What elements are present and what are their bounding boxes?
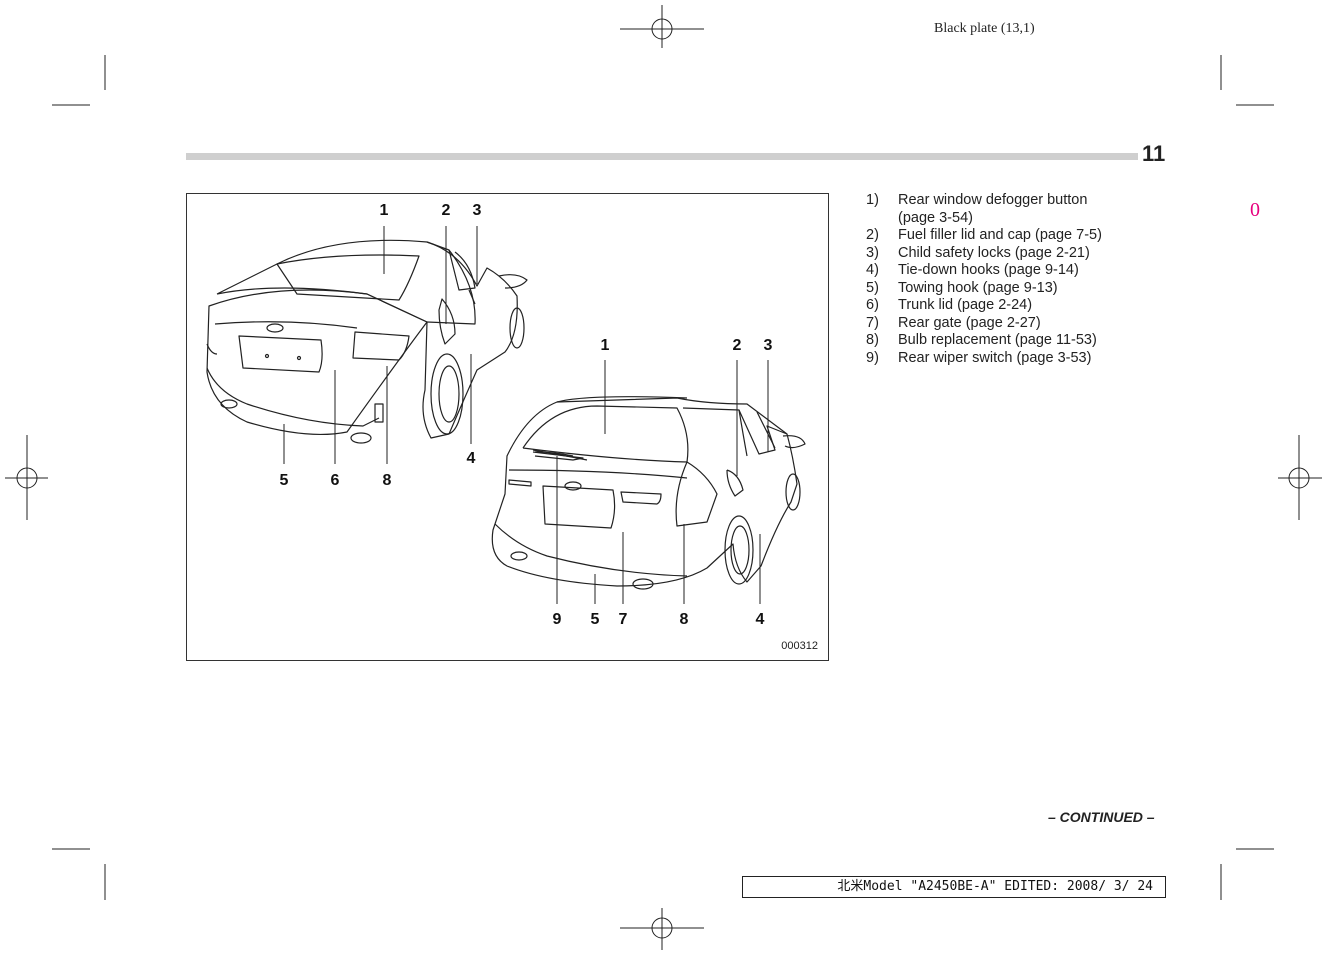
legend-text: Fuel filler lid and cap (page 7-5) xyxy=(898,227,1102,243)
page-number: 11 xyxy=(1142,141,1166,166)
callout-label: 8 xyxy=(382,472,392,489)
callout-label: 3 xyxy=(472,202,482,219)
margin-mark: 0 xyxy=(1250,199,1260,221)
callout-label: 2 xyxy=(441,202,451,219)
callout-label: 4 xyxy=(466,450,476,467)
callout-leaders xyxy=(283,226,769,604)
legend-text: Rear gate (page 2-27) xyxy=(898,314,1041,331)
callout-label: 8 xyxy=(679,611,689,628)
legend-number: 5) xyxy=(866,279,879,296)
wagon-drawing xyxy=(491,396,806,590)
legend-item: 7) Rear gate (page 2-27) xyxy=(866,315,1166,333)
legend-text: Trunk lid (page 2-24) xyxy=(898,297,1033,313)
legend-item: 2) Fuel filler lid and cap (page 7-5) xyxy=(866,227,1166,245)
legend-item: 5) Towing hook (page 9-13) xyxy=(866,280,1166,298)
legend-text: Rear wiper switch (page 3-53) xyxy=(898,349,1092,366)
callout-legend: 1) Rear window defogger button (page 3-54… xyxy=(866,192,1166,367)
continued-label: – CONTINUED – xyxy=(1048,809,1155,825)
legend-number: 3) xyxy=(866,244,879,261)
legend-text: Towing hook (page 9-13) xyxy=(898,279,1058,296)
black-plate-label: Black plate (13,1) xyxy=(934,21,1035,36)
legend-item: 6) Trunk lid (page 2-24) xyxy=(866,297,1166,315)
legend-number: 6) xyxy=(866,297,879,313)
legend-number: 4) xyxy=(866,262,879,278)
callout-label: 1 xyxy=(379,202,389,219)
edit-stamp: 北米Model "A2450BE-A" EDITED: 2008/ 3/ 24 xyxy=(742,876,1166,898)
legend-item: 8) Bulb replacement (page 11-53) xyxy=(866,332,1166,350)
legend-number: 8) xyxy=(866,332,879,348)
callout-label: 5 xyxy=(590,611,600,628)
car-drawings xyxy=(206,226,806,604)
callout-label: 1 xyxy=(600,337,610,354)
header-rule xyxy=(186,153,1138,160)
callout-label: 7 xyxy=(618,611,628,628)
legend-item: 4) Tie-down hooks (page 9-14) xyxy=(866,262,1166,280)
legend-item: 9) Rear wiper switch (page 3-53) xyxy=(866,350,1166,368)
callout-label: 5 xyxy=(279,472,289,489)
vehicle-rear-illustration: 1 2 3 5 6 8 4 1 2 3 9 5 7 8 4 000312 xyxy=(186,193,829,661)
sedan-drawing xyxy=(206,239,528,444)
callout-label: 6 xyxy=(330,472,340,489)
callout-label: 3 xyxy=(763,337,773,354)
legend-text: Bulb replacement (page 11-53) xyxy=(898,332,1097,348)
callout-label: 9 xyxy=(552,611,562,628)
legend-number: 9) xyxy=(866,349,879,366)
legend-item: 3) Child safety locks (page 2-21) xyxy=(866,245,1166,263)
legend-number: 2) xyxy=(866,227,879,243)
legend-number: 1) xyxy=(866,192,879,208)
legend-number: 7) xyxy=(866,314,879,331)
figure-code: 000312 xyxy=(781,640,818,652)
callout-label: 2 xyxy=(732,337,742,354)
callout-label: 4 xyxy=(755,611,765,628)
legend-text: Rear window defogger button (page 3-54) xyxy=(898,192,1088,226)
legend-text: Child safety locks (page 2-21) xyxy=(898,244,1090,261)
legend-item: 1) Rear window defogger button (page 3-54… xyxy=(866,192,1166,227)
legend-text: Tie-down hooks (page 9-14) xyxy=(898,262,1079,278)
